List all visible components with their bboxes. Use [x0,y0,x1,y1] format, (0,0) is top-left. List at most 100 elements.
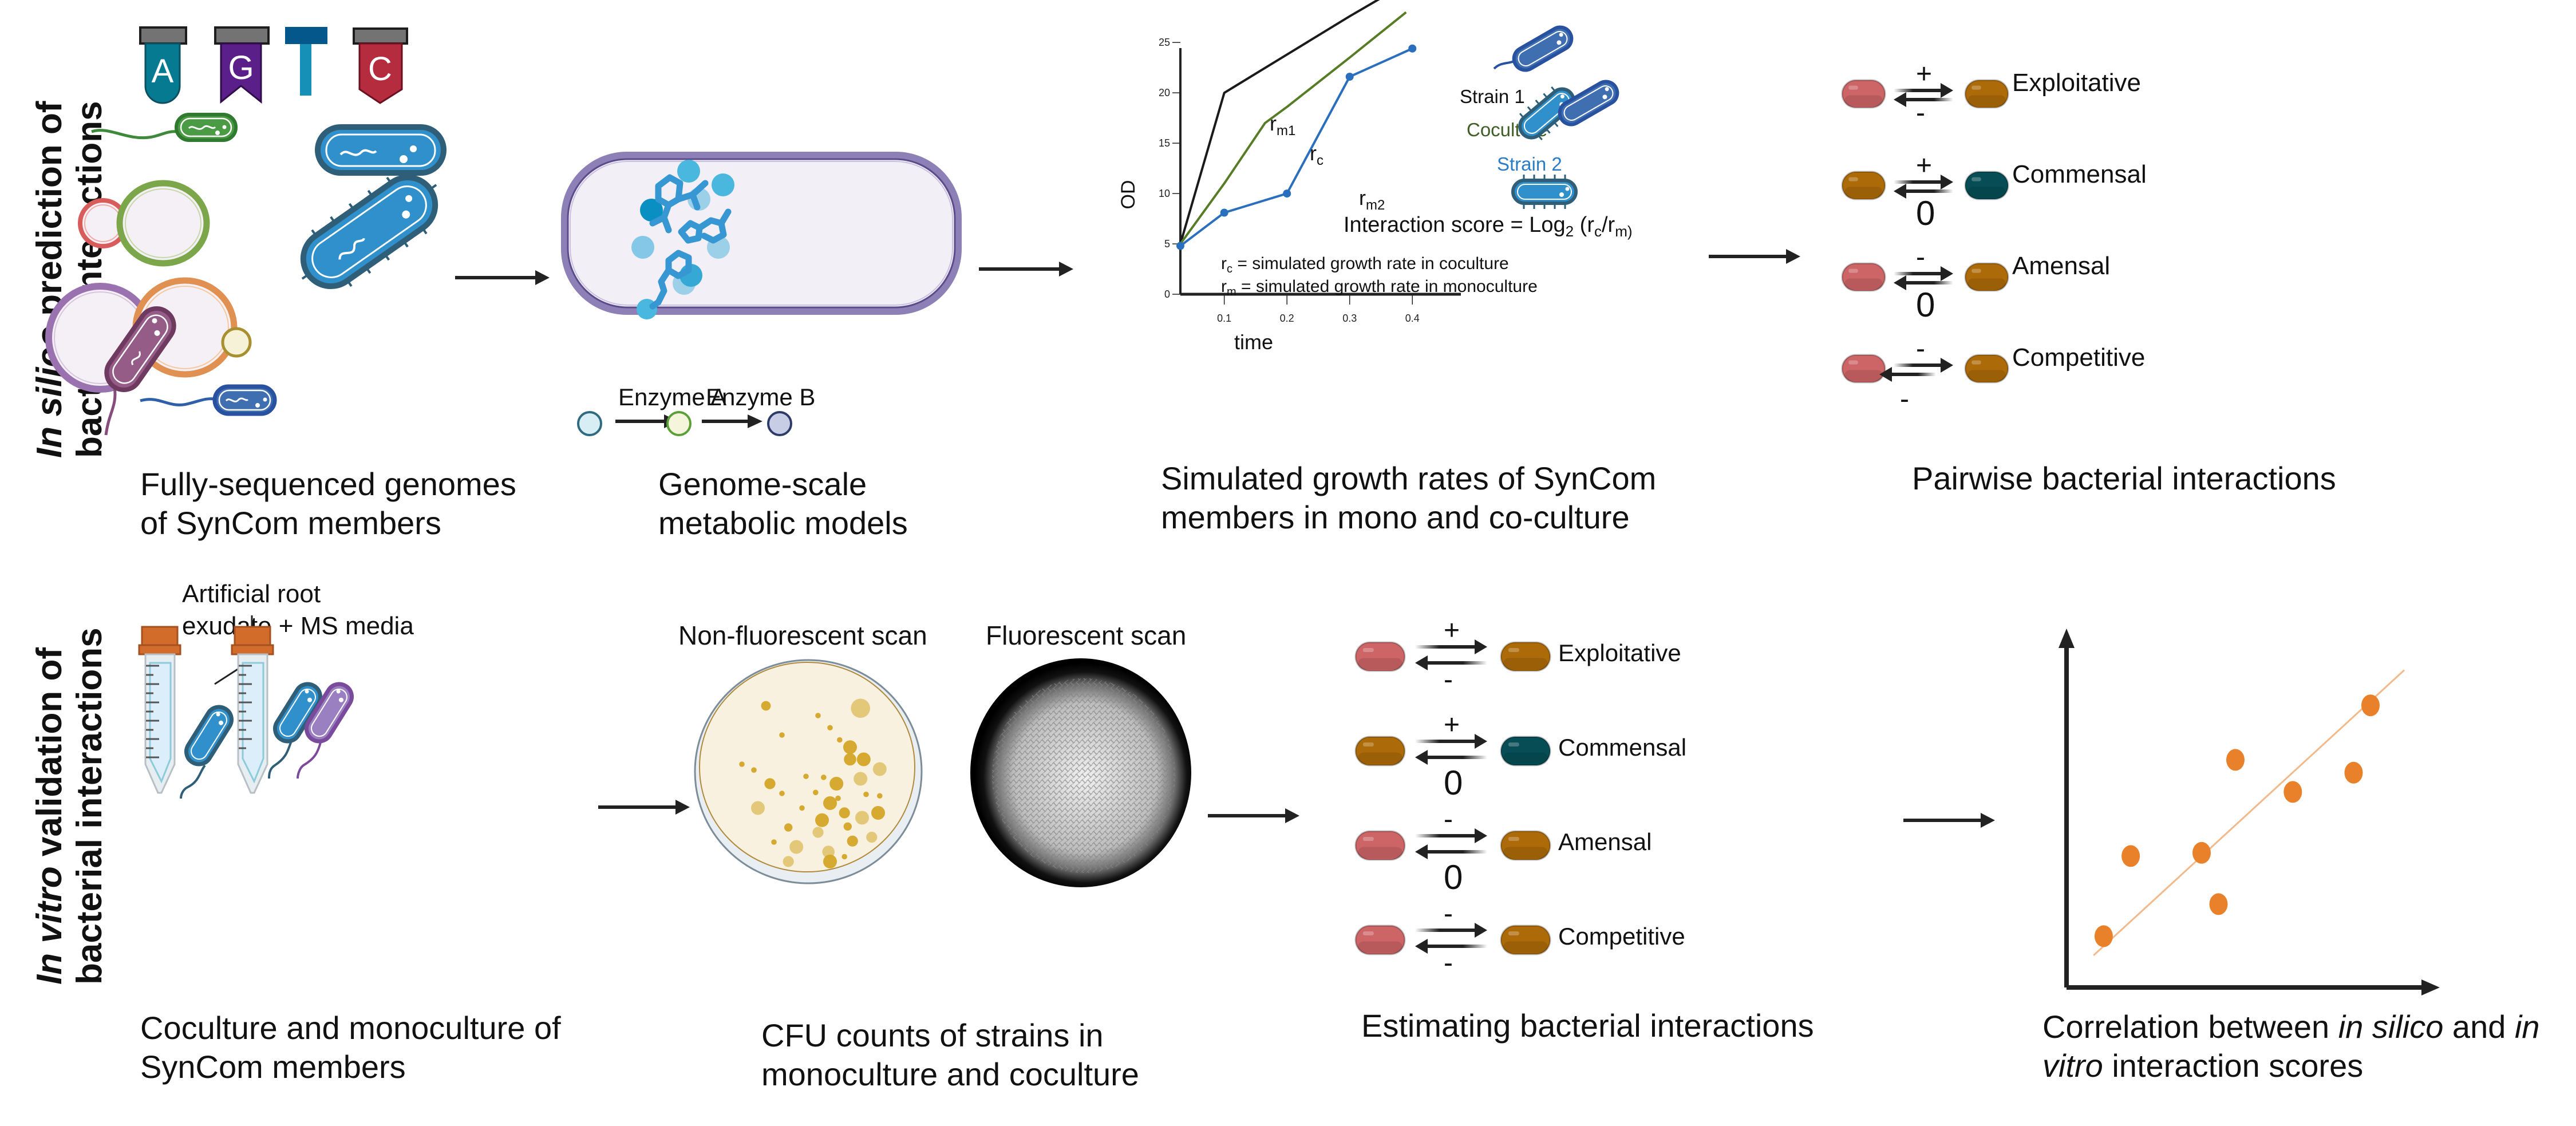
bacterium-darkblue-icon [140,384,277,416]
data-point [1176,242,1184,250]
arrow-backward-head [1415,655,1428,670]
y-tick-label: 25 [1159,37,1170,48]
colony [751,767,757,773]
interaction-type-label: Commensal [2012,160,2147,188]
colony [784,823,793,832]
series-line-coculture [1179,11,1407,245]
interaction-diagram [1841,171,2009,200]
interaction-diagram [1841,262,2009,292]
arrow-backward-head [1894,184,1906,199]
colony [837,737,843,743]
effect-sign-backward: 0 [1916,194,1935,232]
nucleotide-g-icon: G [214,26,270,104]
y-axis-arrowhead [2059,629,2075,648]
bacterium-purple-icon [104,306,176,436]
bacterium-strain2-icon [1511,175,1578,209]
colony [877,793,883,799]
bacterium-right-icon [1500,830,1551,861]
effect-sign-backward: - [1444,665,1453,695]
arrow-forward [1894,364,1942,367]
arrow-forward [1894,180,1942,184]
tube-monoculture-icon [231,626,274,794]
caption-estimating: Estimating bacterial interactions [1361,1008,1814,1044]
x-axis-arrowhead [2421,979,2440,995]
arrow-forward [1415,740,1476,743]
scatter-point [2121,845,2140,867]
bacterium-blue-icon [315,124,447,176]
caption-growth: Simulated growth rates of SynCom members… [1161,460,1657,535]
colony [855,811,869,825]
interaction-row: --Competitive [1345,890,1918,982]
bacterium-spiked-icon [300,174,438,290]
colony [821,775,827,780]
effect-sign-forward: + [1444,710,1460,740]
arrow-backward [1905,281,1953,285]
scan-nonfluorescent-label: Non-fluorescent scan [678,621,927,650]
effect-sign-backward: 0 [1444,764,1463,802]
colony [823,796,837,810]
colony [854,772,868,786]
caption-gsmm: Genome-scale metabolic models [658,466,908,541]
effect-sign-backward: 0 [1916,286,1935,324]
data-point [1220,208,1228,217]
flow-arrow-3 [1709,249,1800,264]
colony [771,839,777,845]
y-tick-label: 5 [1164,238,1170,250]
interaction-type-label: Exploitative [2012,69,2142,97]
colony [843,740,857,754]
bacterium-right-icon [1964,171,2009,200]
interaction-diagram [1354,734,1551,767]
nucleotide-a-icon: A [139,26,187,104]
effect-sign-forward: + [1444,615,1460,646]
colony [827,725,833,731]
colony [856,752,871,767]
x-axis-label: time [1234,330,1273,354]
substrate-icon [577,411,602,436]
arrow-backward [1427,661,1487,665]
rate-label-rc: rc [1310,141,1323,168]
correlation-chart [2059,629,2440,995]
effect-sign-backward: 0 [1444,858,1463,896]
interaction-row: +-Exploitative [1345,607,1918,698]
enzyme-b-label: Enzyme B [706,384,816,410]
interaction-diagram [1354,923,1551,955]
y-tick-label: 0 [1164,289,1170,300]
colony [813,789,819,796]
interaction-type-label: Commensal [1558,734,1687,761]
bacteria-collection [45,113,447,436]
series-legend-label: Strain 2 [1497,153,1562,175]
arrow-forward-head [1941,358,1953,373]
petri-dish-icon [694,659,923,884]
bacterium-left-icon [1841,79,1886,109]
flow-arrow-2 [979,262,1073,276]
bacterium-green-icon [91,113,238,142]
colony [844,753,856,766]
x-tick-label: 0.2 [1280,313,1294,324]
caption-culture: Coculture and monoculture of SynCom memb… [140,1010,561,1085]
arrow-backward [1427,850,1487,854]
interaction-diagram [1841,354,2009,384]
nucleotide-c-icon: C [353,27,408,104]
bacterium-right-icon [1964,262,2009,292]
scatter-point [2192,841,2211,864]
colony [764,778,776,789]
y-axis-label: OD [1117,180,1139,210]
arrow-backward-head [1879,367,1892,382]
colony [872,762,887,776]
media-label: Artificial root exudate + MS media [182,580,414,640]
scatter-point [2226,749,2245,771]
row-label-in-vitro: In vitro validation of bacterial interac… [30,627,109,985]
scatter-point [2283,781,2302,803]
interaction-diagram [1841,79,2009,109]
effect-sign-backward: - [1444,948,1453,978]
arrow-backward-head [1415,750,1428,765]
bacterium-left-icon [1354,641,1406,672]
caption-genomes: Fully-sequenced genomes of SynCom member… [140,466,516,541]
effect-sign-forward: - [1916,334,1925,364]
bacterium-right-icon [1500,641,1551,672]
tube-coculture-icon [138,626,181,794]
flow-arrow-4 [598,800,690,815]
